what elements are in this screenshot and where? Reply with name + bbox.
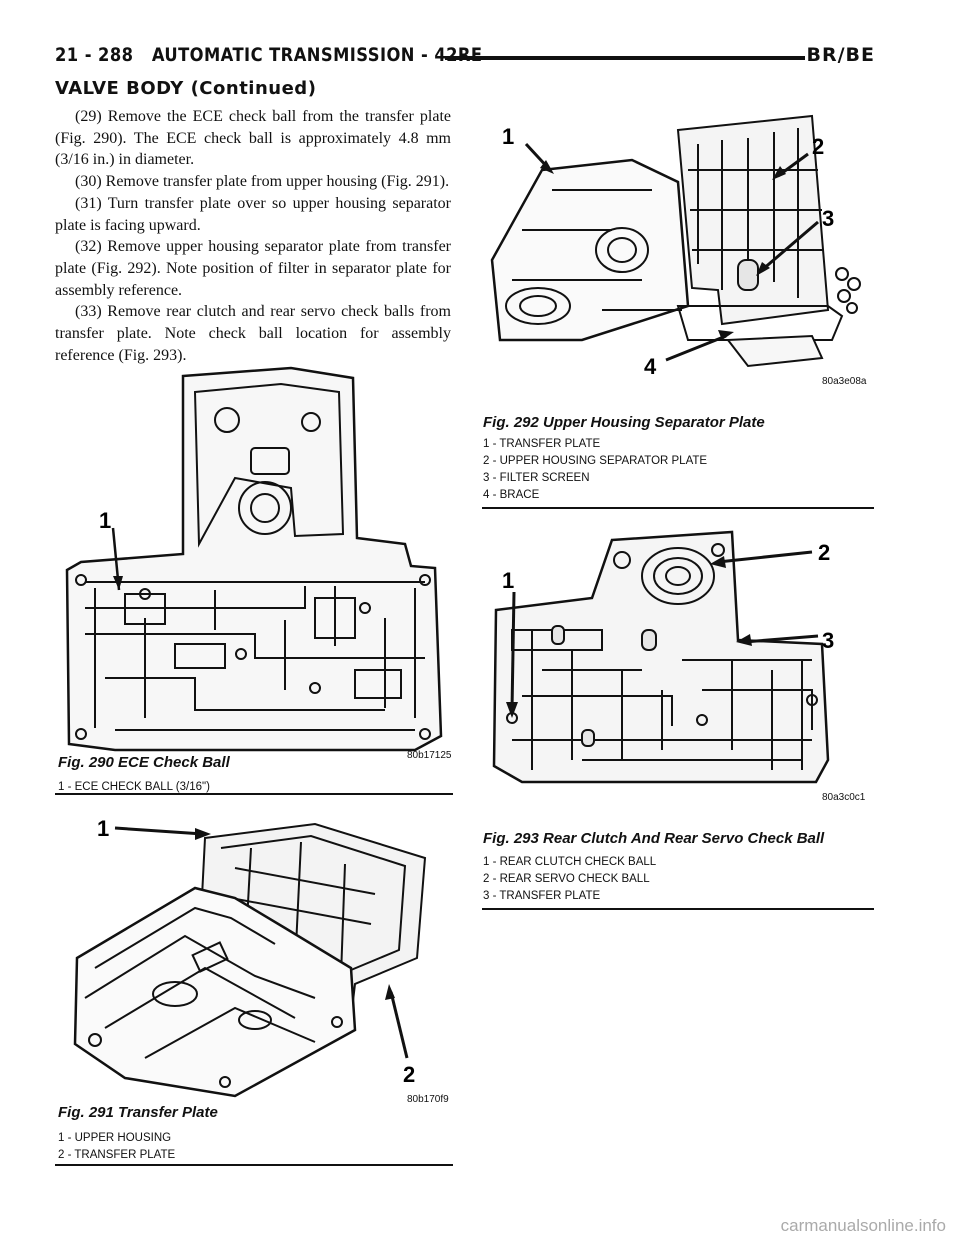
figure-legend: 1 - REAR CLUTCH CHECK BALL 2 - REAR SERV… — [483, 854, 656, 905]
figure-code: 80a3c0c1 — [822, 792, 866, 803]
transfer-plate-illustration: 1 2 — [73, 816, 427, 1098]
chapter-title: AUTOMATIC TRANSMISSION - 42RE — [151, 44, 483, 66]
callout-1: 1 — [502, 568, 514, 593]
callout-2: 2 — [812, 134, 824, 159]
page-header: 21 - 288 AUTOMATIC TRANSMISSION - 42RE B… — [55, 44, 875, 74]
figure-legend: 1 - ECE CHECK BALL (3/16") — [58, 779, 210, 796]
figure-caption: Fig. 292 Upper Housing Separator Plate — [483, 414, 765, 431]
figure-caption: Fig. 293 Rear Clutch And Rear Servo Chec… — [483, 830, 825, 847]
callout-4: 4 — [644, 354, 657, 379]
model-code: BR/BE — [806, 44, 875, 66]
callout-3: 3 — [822, 206, 834, 231]
legend-item: 1 - REAR CLUTCH CHECK BALL — [483, 856, 657, 868]
legend-item: 3 - FILTER SCREEN — [483, 472, 590, 484]
legend-item: 2 - REAR SERVO CHECK BALL — [483, 873, 650, 885]
legend-item: 4 - BRACE — [483, 489, 540, 501]
figure-code: 80a3e08a — [822, 376, 867, 387]
step-33: (33) Remove rear clutch and rear servo c… — [55, 303, 451, 364]
callout-1: 1 — [97, 816, 109, 841]
watermark[interactable]: carmanualsonline.info — [780, 1216, 946, 1235]
step-30: (30) Remove transfer plate from upper ho… — [75, 173, 450, 191]
separator-plate-illustration: 1 2 3 4 — [490, 114, 861, 379]
figure-divider — [482, 908, 874, 910]
figure-code: 80b170f9 — [407, 1094, 449, 1105]
figure-legend: 1 - TRANSFER PLATE 2 - UPPER HOUSING SEP… — [483, 436, 707, 504]
figure-divider — [482, 507, 874, 509]
legend-item: 1 - TRANSFER PLATE — [483, 438, 601, 450]
figure-code: 80b17125 — [407, 750, 452, 761]
page-number: 21 - 288 — [55, 44, 134, 66]
figure-292: 1 2 3 4 80a3e08a Fig. 292 Upper Housing … — [482, 110, 874, 506]
callout-1: 1 — [99, 508, 111, 533]
callout-2: 2 — [818, 540, 830, 565]
check-ball-illustration: 1 2 3 — [492, 530, 834, 784]
figure-divider — [55, 1164, 453, 1166]
figure-290: 1 80b17125 Fig. 290 ECE Check Ball 1 - E… — [55, 358, 455, 798]
section-title: VALVE BODY (Continued) — [55, 78, 317, 99]
figure-legend: 1 - UPPER HOUSING 2 - TRANSFER PLATE — [58, 1130, 175, 1164]
callout-2: 2 — [403, 1062, 415, 1087]
figure-caption: Fig. 290 ECE Check Ball — [58, 754, 230, 771]
ece-check-ball-illustration: 1 — [65, 366, 443, 752]
callout-3: 3 — [822, 628, 834, 653]
figure-caption: Fig. 291 Transfer Plate — [58, 1104, 218, 1121]
legend-item: 3 - TRANSFER PLATE — [483, 890, 601, 902]
legend-item: 2 - TRANSFER PLATE — [58, 1149, 176, 1161]
step-29: (29) Remove the ECE check ball from the … — [55, 108, 451, 169]
legend-item: 1 - ECE CHECK BALL (3/16") — [58, 781, 210, 793]
body-text: (29) Remove the ECE check ball from the … — [55, 106, 451, 366]
legend-item: 2 - UPPER HOUSING SEPARATOR PLATE — [483, 455, 708, 467]
header-title: 21 - 288 AUTOMATIC TRANSMISSION - 42RE — [55, 44, 483, 66]
header-rule — [445, 56, 805, 60]
legend-item: 1 - UPPER HOUSING — [58, 1132, 172, 1144]
figure-293: 1 2 3 80a3c0c1 Fig. 293 Rear Clutch And … — [482, 520, 874, 908]
step-31: (31) Turn transfer plate over so upper h… — [55, 194, 451, 234]
figure-291: 1 2 80b170f9 Fig. 291 Transfer Plate 1 -… — [55, 808, 455, 1164]
step-32: (32) Remove upper housing separator plat… — [55, 238, 451, 299]
callout-1: 1 — [502, 124, 514, 149]
figure-divider — [55, 793, 453, 795]
